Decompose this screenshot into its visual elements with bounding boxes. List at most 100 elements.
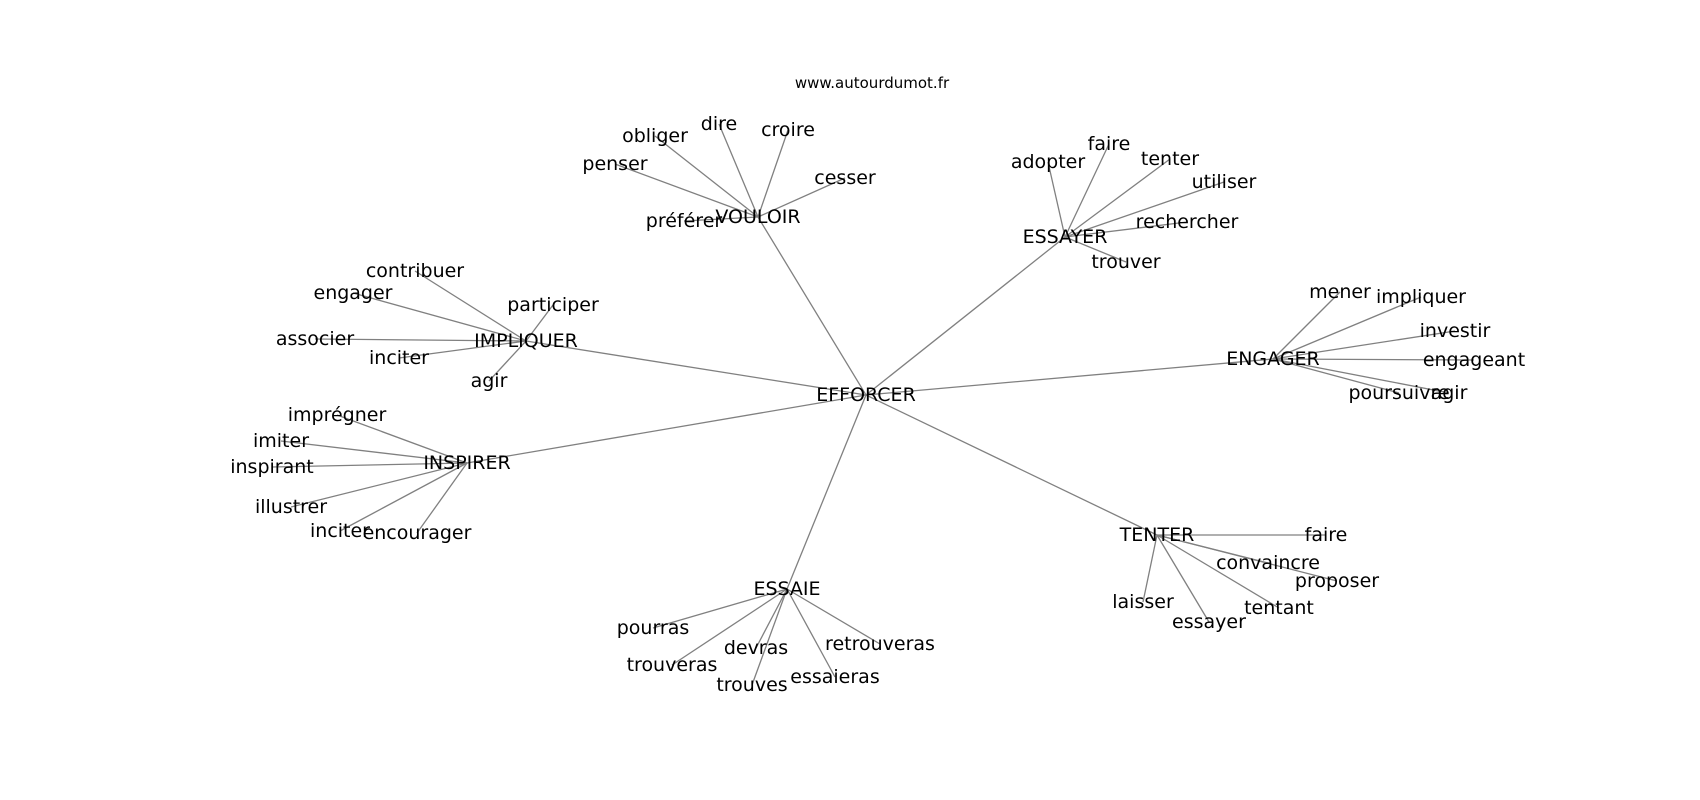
edge-engager-mener (1272, 291, 1341, 360)
edge-inspirer-illustrer (290, 462, 468, 508)
word-node-agir[interactable]: agir (471, 370, 508, 392)
edge-engager-engageant (1272, 358, 1475, 361)
center-node-efforcer[interactable]: EFFORCER (816, 384, 916, 406)
word-node-tenter[interactable]: tenter (1141, 148, 1199, 170)
word-node-trouveras[interactable]: trouveras (627, 654, 718, 676)
edge-vouloir-preferer (683, 216, 759, 222)
hub-node-essayer[interactable]: ESSAYER (1023, 226, 1108, 248)
word-node-investir[interactable]: investir (1420, 320, 1491, 342)
word-node-poursuivre[interactable]: poursuivre (1348, 382, 1449, 404)
edge-tenter-essayer (1156, 534, 1210, 623)
word-node-croire[interactable]: croire (761, 119, 815, 141)
hub-node-vouloir[interactable]: VOULOIR (715, 206, 800, 228)
edge-impliquer-engager (352, 292, 527, 342)
edge-center-essaie (786, 394, 867, 590)
hub-node-inspirer[interactable]: INSPIRER (423, 452, 510, 474)
word-node-impliquer[interactable]: impliquer (1376, 286, 1466, 308)
word-node-engageant[interactable]: engageant (1423, 349, 1525, 371)
edge-engager-agir (1272, 358, 1450, 394)
word-node-illustrer[interactable]: illustrer (255, 496, 327, 518)
word-node-inciter[interactable]: inciter (310, 520, 370, 542)
word-node-trouver[interactable]: trouver (1091, 251, 1160, 273)
hub-node-tenter[interactable]: TENTER (1119, 524, 1195, 546)
edge-center-impliquer (525, 340, 867, 396)
word-node-cesser[interactable]: cesser (814, 167, 876, 189)
word-node-engager[interactable]: engager (314, 282, 393, 304)
site-label: www.autourdumot.fr (795, 74, 950, 92)
edge-inspirer-inciter (339, 462, 468, 532)
edge-impliquer-agir (488, 340, 527, 382)
edge-vouloir-dire (718, 123, 759, 218)
word-node-preferer[interactable]: préférer (646, 210, 723, 232)
hub-node-engager[interactable]: ENGAGER (1226, 348, 1320, 370)
word-node-laisser[interactable]: laisser (1112, 591, 1174, 613)
word-node-faire[interactable]: faire (1088, 133, 1131, 155)
word-node-tentant[interactable]: tentant (1244, 597, 1314, 619)
edge-tenter-proposer (1156, 534, 1338, 582)
word-node-mener[interactable]: mener (1309, 281, 1371, 303)
edge-essayer-utiliser (1064, 181, 1225, 238)
hub-node-impliquer[interactable]: IMPLIQUER (474, 330, 578, 352)
edge-center-vouloir (757, 216, 867, 396)
edge-inspirer-imiter (280, 440, 468, 464)
word-node-associer[interactable]: associer (276, 328, 354, 350)
word-node-inciter[interactable]: inciter (369, 347, 429, 369)
word-node-utiliser[interactable]: utiliser (1192, 171, 1257, 193)
label-layer: www.autourdumot.fr EFFORCER VOULOIR penser… (230, 74, 1525, 696)
word-node-faire[interactable]: faire (1305, 524, 1348, 546)
edge-essaie-trouveras (671, 588, 788, 666)
word-node-encourager[interactable]: encourager (363, 522, 472, 544)
edge-impliquer-contribuer (414, 270, 527, 342)
edge-tenter-laisser (1142, 534, 1158, 603)
word-node-pourras[interactable]: pourras (617, 617, 690, 639)
edge-center-inspirer (466, 394, 867, 464)
word-node-devras[interactable]: devras (724, 637, 788, 659)
word-node-essayer[interactable]: essayer (1172, 611, 1246, 633)
word-node-obliger[interactable]: obliger (622, 125, 688, 147)
edge-engager-poursuivre (1272, 358, 1400, 394)
word-node-convaincre[interactable]: convaincre (1216, 552, 1320, 574)
edge-vouloir-croire (757, 129, 789, 218)
word-node-dire[interactable]: dire (701, 113, 737, 135)
edge-essaie-essaieras (786, 588, 836, 678)
word-node-agir[interactable]: agir (1431, 382, 1468, 404)
edge-impliquer-inciter (398, 340, 527, 359)
edge-essayer-tenter (1064, 158, 1171, 238)
edge-center-essayer (865, 236, 1066, 396)
word-node-retrouveras[interactable]: retrouveras (825, 633, 935, 655)
word-node-trouves[interactable]: trouves (716, 674, 787, 696)
edge-vouloir-cesser (757, 177, 846, 218)
edge-inspirer-inspirant (271, 462, 468, 468)
edge-tenter-tentant (1156, 534, 1280, 609)
word-node-penser[interactable]: penser (582, 153, 647, 175)
edge-essayer-adopter (1047, 161, 1066, 238)
word-node-inspirant[interactable]: inspirant (230, 456, 314, 478)
edge-center-tenter (865, 394, 1158, 536)
word-node-adopter[interactable]: adopter (1011, 151, 1086, 173)
edge-inspirer-encourager (416, 462, 468, 534)
edge-essaie-retrouveras (786, 588, 881, 645)
word-node-rechercher[interactable]: rechercher (1136, 211, 1239, 233)
hub-node-essaie[interactable]: ESSAIE (753, 578, 820, 600)
edge-essaie-devras (755, 588, 788, 649)
word-node-imiter[interactable]: imiter (253, 430, 309, 452)
edge-vouloir-penser (614, 163, 759, 218)
word-node-contribuer[interactable]: contribuer (366, 260, 464, 282)
edge-engager-investir (1272, 330, 1456, 360)
word-node-impregner[interactable]: imprégner (288, 404, 387, 426)
edge-layer (271, 123, 1475, 686)
edge-center-engager (865, 358, 1274, 396)
edge-essayer-rechercher (1064, 221, 1188, 238)
word-node-proposer[interactable]: proposer (1295, 570, 1379, 592)
edge-essaie-pourras (652, 588, 788, 629)
edge-inspirer-impregner (336, 414, 468, 464)
edge-impliquer-participer (525, 304, 554, 342)
word-node-essaieras[interactable]: essaieras (790, 666, 879, 688)
edge-essayer-faire (1064, 143, 1110, 238)
edge-engager-impliquer (1272, 296, 1422, 360)
word-node-participer[interactable]: participer (507, 294, 599, 316)
edge-essayer-trouver (1064, 236, 1127, 263)
edge-vouloir-obliger (654, 135, 759, 218)
